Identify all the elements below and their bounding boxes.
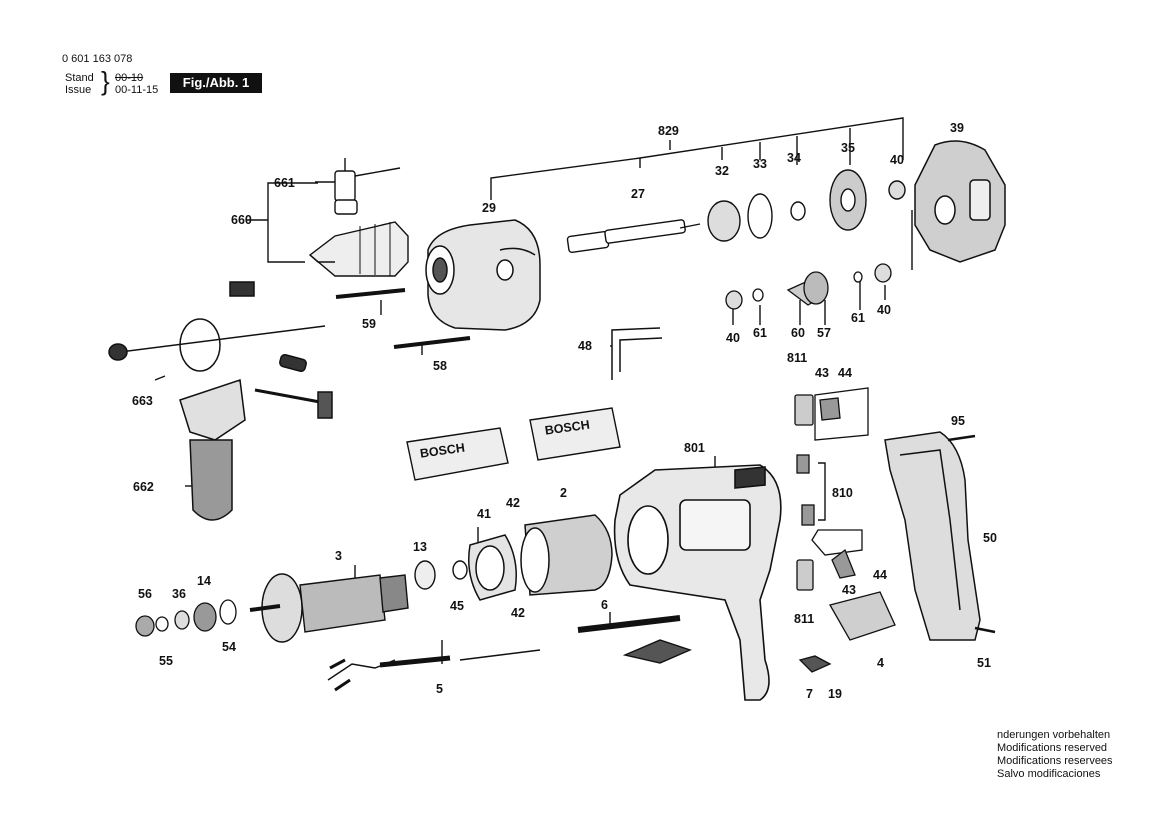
stand-date: 00-10 [115, 72, 144, 84]
small-gear-parts [725, 263, 892, 310]
label-801: 801 [684, 441, 705, 455]
auxiliary-handle [108, 281, 333, 521]
label-51: 51 [977, 656, 991, 670]
brand-plates [406, 407, 621, 481]
label-40-right: 40 [877, 303, 891, 317]
label-34: 34 [787, 151, 801, 165]
label-40-left: 40 [726, 331, 740, 345]
stand-label: Stand [65, 72, 94, 84]
depth-rods [335, 288, 471, 349]
label-5: 5 [436, 682, 443, 696]
label-61-left: 61 [753, 326, 767, 340]
label-36: 36 [172, 587, 186, 601]
label-829: 829 [658, 124, 679, 138]
label-660: 660 [231, 213, 252, 227]
armature [249, 560, 468, 643]
label-61-right: 61 [851, 311, 865, 325]
label-3: 3 [335, 549, 342, 563]
label-60: 60 [791, 326, 805, 340]
label-41: 41 [477, 507, 491, 521]
label-662: 662 [133, 480, 154, 494]
label-43-bottom: 43 [842, 583, 856, 597]
stator [468, 514, 613, 601]
label-42-bottom: 42 [511, 606, 525, 620]
label-810: 810 [832, 486, 853, 500]
issue-date: 00-11-15 [115, 84, 159, 96]
label-42-top: 42 [506, 496, 520, 510]
label-57: 57 [817, 326, 831, 340]
figure-tag: Fig./Abb. 1 [170, 73, 262, 93]
part-number: 0 601 163 078 [62, 53, 133, 65]
label-14: 14 [197, 574, 211, 588]
label-811-bottom: 811 [794, 612, 814, 626]
label-661: 661 [274, 176, 295, 190]
note-german: nderungen vorbehalten [997, 729, 1111, 741]
label-2: 2 [560, 486, 567, 500]
power-cable [327, 615, 692, 692]
label-44-top: 44 [838, 366, 852, 380]
label-55: 55 [159, 654, 173, 668]
hex-keys [611, 327, 663, 380]
chuck-key [315, 158, 401, 215]
drill-chuck [308, 221, 409, 277]
label-44-bottom: 44 [873, 568, 887, 582]
label-27: 27 [631, 187, 645, 201]
note-french: Modifications reservees [997, 755, 1113, 767]
label-54: 54 [222, 640, 236, 654]
label-663: 663 [132, 394, 153, 408]
label-811-top: 811 [787, 351, 807, 365]
label-59: 59 [362, 317, 376, 331]
note-spanish: Salvo modificaciones [997, 768, 1101, 780]
bracket-660 [267, 182, 305, 263]
label-29: 29 [482, 201, 496, 215]
gear-parts [707, 169, 906, 242]
label-19: 19 [828, 687, 842, 701]
gear-housing [425, 219, 541, 331]
switch-parts [794, 387, 896, 673]
label-56: 56 [138, 587, 152, 601]
label-45: 45 [450, 599, 464, 613]
brand-badge-2: BOSCH [544, 418, 591, 438]
bracket-810 [818, 462, 826, 521]
label-58: 58 [433, 359, 447, 373]
label-39: 39 [950, 121, 964, 135]
main-housing [613, 464, 782, 701]
bearing-parts [135, 599, 237, 637]
label-7: 7 [806, 687, 813, 701]
label-50: 50 [983, 531, 997, 545]
label-33: 33 [753, 157, 767, 171]
label-95: 95 [951, 414, 965, 428]
label-35: 35 [841, 141, 855, 155]
handle-shell [884, 431, 996, 641]
brace-glyph: } [101, 66, 110, 96]
label-43-top: 43 [815, 366, 829, 380]
label-4: 4 [877, 656, 884, 670]
label-32: 32 [715, 164, 729, 178]
note-english: Modifications reserved [997, 742, 1108, 754]
issue-label: Issue [65, 84, 92, 96]
label-13: 13 [413, 540, 427, 554]
label-48: 48 [578, 339, 592, 353]
label-40-top: 40 [890, 153, 904, 167]
gear-cover [914, 140, 1006, 263]
brand-badge-1: BOSCH [419, 441, 466, 461]
spindle [566, 219, 701, 254]
label-6: 6 [601, 598, 608, 612]
